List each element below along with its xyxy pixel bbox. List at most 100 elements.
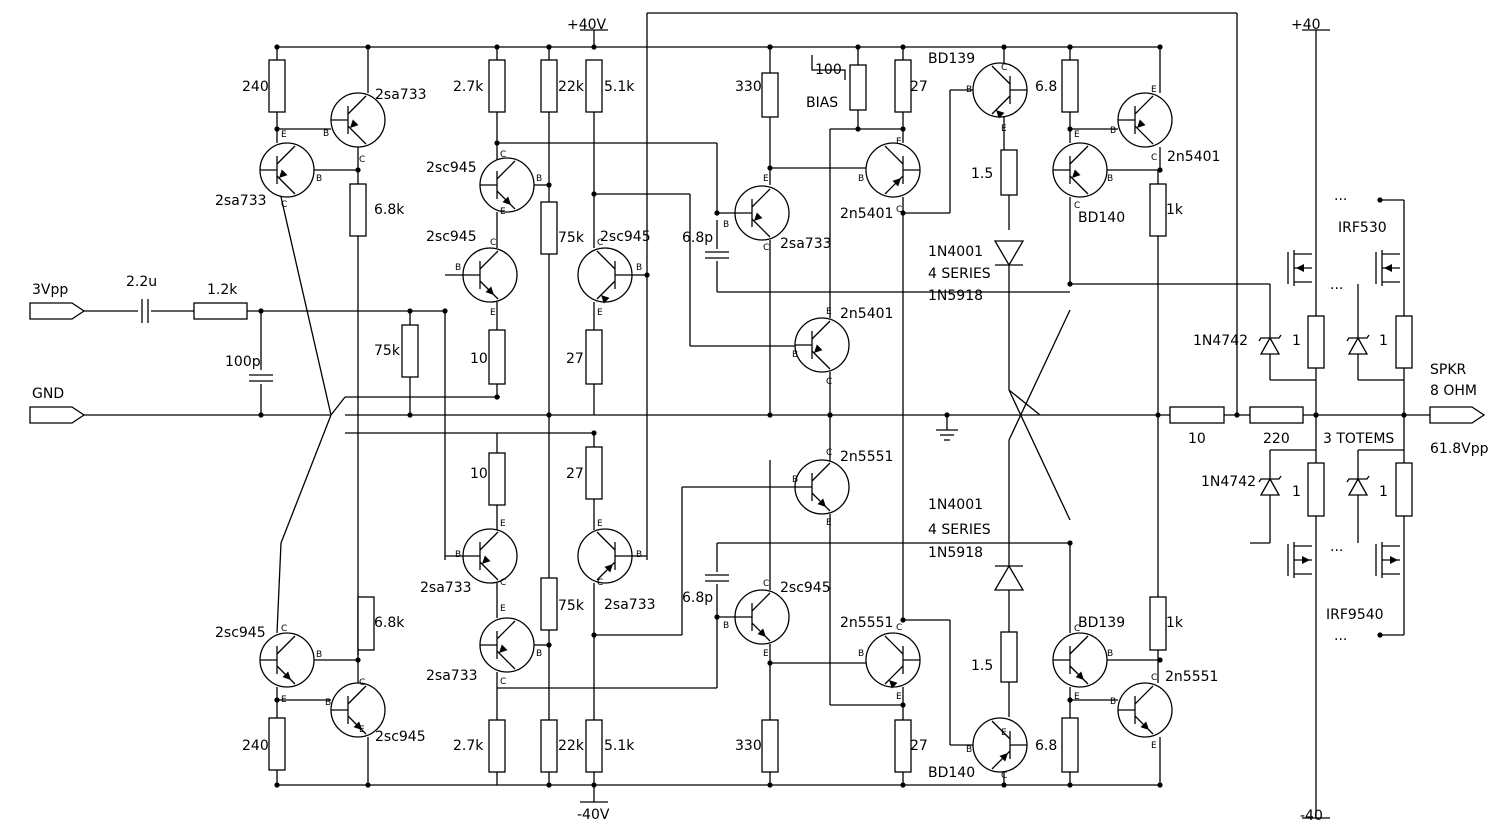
res-10-bot <box>488 452 506 506</box>
pin-label: E <box>359 725 365 735</box>
pin-label: B <box>1107 174 1113 184</box>
pin-label: C <box>1074 624 1080 634</box>
q-2sc945-diff-right <box>577 247 633 304</box>
junction-dot <box>1067 540 1073 546</box>
zener-bot-label: 1N4742 <box>1201 474 1256 490</box>
pin-label: C <box>359 678 365 688</box>
wire <box>330 396 346 416</box>
q-2sa733-right-top <box>330 92 386 148</box>
res-15-bot <box>1000 631 1018 683</box>
pin-label: E <box>826 307 832 317</box>
res-240-top-label: 240 <box>242 79 269 95</box>
junction-dot <box>591 430 597 436</box>
res-1-top-a <box>1307 315 1325 369</box>
q-label-sa733-2: 2sa733 <box>215 193 267 209</box>
input-cap <box>141 299 149 323</box>
pin-label: C <box>500 150 506 160</box>
ellipsis-2: ... <box>1330 277 1343 293</box>
pin-label: B <box>966 85 972 95</box>
zener-top-a <box>1258 334 1282 355</box>
junction-dot <box>767 412 773 418</box>
pin-label: B <box>316 174 322 184</box>
res-1k-top-label: 1k <box>1166 202 1184 218</box>
res-10-out <box>1169 406 1225 424</box>
pin-label: E <box>500 604 506 614</box>
input-cap-label: 2.2u <box>126 274 157 290</box>
gnd-label: GND <box>32 386 64 402</box>
pin-label: C <box>1074 201 1080 211</box>
bias-label: BIAS <box>806 95 838 111</box>
junction-dot <box>258 412 264 418</box>
q-label-sc945-1: 2sc945 <box>426 160 477 176</box>
res-1-bot-b-label: 1 <box>1379 484 1388 500</box>
q-label-sc945-5: 2sc945 <box>215 625 266 641</box>
diode-top-label-1: 1N4001 <box>928 244 983 260</box>
input-res <box>193 302 248 320</box>
pin-label: C <box>281 200 287 210</box>
q-label-n5551-1: 2n5551 <box>840 449 893 465</box>
q-bd139-top <box>972 62 1028 119</box>
zener-bot-b <box>1346 475 1370 496</box>
junction-dot <box>407 412 413 418</box>
speaker-label: SPKR <box>1430 362 1467 378</box>
pin-label: E <box>500 207 506 217</box>
junction-dot <box>365 782 371 788</box>
nmos-label: IRF530 <box>1338 220 1387 236</box>
q-2n5551-out <box>1117 682 1173 738</box>
pin-label: B <box>792 475 798 485</box>
comp-cap-bot-label: 6.8p <box>682 590 713 606</box>
junction-dot <box>855 44 861 50</box>
q-label-n5401-2: 2n5401 <box>840 306 893 322</box>
q-2n5401-mid <box>794 317 850 373</box>
res-68-top-label: 6.8 <box>1035 79 1057 95</box>
q-label-n5401-3: 2n5401 <box>1167 149 1220 165</box>
res-22k-bot <box>540 719 558 773</box>
res-75k-top <box>540 201 558 255</box>
res-220-out <box>1249 406 1304 424</box>
res-27k-bot-label: 2.7k <box>453 738 484 754</box>
ellipsis-4: ... <box>1334 628 1347 644</box>
junction-dot <box>1157 167 1163 173</box>
input-res-label: 1.2k <box>207 282 238 298</box>
diode-top-label-2: 4 SERIES <box>928 266 991 282</box>
pin-label: E <box>763 649 769 659</box>
junction-dot <box>355 657 361 663</box>
q-bd140-bot <box>972 717 1028 773</box>
res-27k-top <box>488 59 506 113</box>
res-27-top-vas <box>894 59 912 113</box>
q-2sa733-bot <box>479 617 535 673</box>
diode-bot-label-1: 1N4001 <box>928 497 983 513</box>
diode-string-bot <box>993 564 1025 591</box>
pin-label: B <box>636 263 642 273</box>
junction-dot <box>1001 782 1007 788</box>
q-label-bd140-1: BD140 <box>1078 210 1125 226</box>
res-68k-top-label: 6.8k <box>374 202 405 218</box>
junction-dot <box>900 702 906 708</box>
pin-label: B <box>325 698 331 708</box>
out-neg-label: -40 <box>1300 808 1323 824</box>
res-68-bot-label: 6.8 <box>1035 738 1057 754</box>
pin-label: E <box>597 519 603 529</box>
q-2sc945-top <box>479 157 535 213</box>
q-2sc945-right-bot <box>330 682 386 738</box>
q-2sa733-diff-right <box>577 528 633 584</box>
q-label-n5551-3: 2n5551 <box>1165 669 1218 685</box>
pin-label: B <box>536 174 542 184</box>
comp-cap-bot <box>705 574 729 582</box>
diode-string-top <box>993 240 1025 267</box>
nmos-2 <box>1375 250 1400 286</box>
pin-label: B <box>636 550 642 560</box>
junction-dot <box>591 44 597 50</box>
junction-dot <box>767 782 773 788</box>
pot-100-bias <box>849 64 867 111</box>
q-label-sa733-5: 2sa733 <box>604 597 656 613</box>
junction-dot <box>900 126 906 132</box>
res-10-top <box>488 329 506 385</box>
q-bd140-top <box>1052 142 1108 198</box>
res-75k-top-label: 75k <box>558 230 585 246</box>
res-10-top-label: 10 <box>470 351 488 367</box>
pin-label: C <box>500 677 506 687</box>
res-240-bot <box>268 717 286 771</box>
wire <box>1008 309 1071 441</box>
q-label-bd140-2: BD140 <box>928 765 975 781</box>
